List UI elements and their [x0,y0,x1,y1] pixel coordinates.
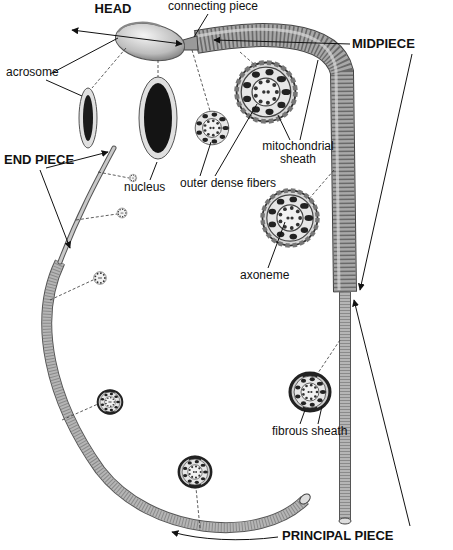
connecting-piece [183,36,198,50]
section-guide [158,60,159,77]
acrosome-section-core [83,95,93,141]
nucleus-section [139,77,177,159]
leader-line [200,142,211,176]
section-guide [308,170,334,200]
principal-section [179,456,211,488]
part-label: MIDPIECE [352,37,447,50]
cut-end [339,518,351,524]
principal-piece-outline [339,292,351,520]
acrosome-section [79,88,97,148]
part-label: END PIECE [4,153,94,166]
principal-arrow [172,532,278,540]
section-guide [240,52,256,66]
part-label: PRINCIPAL PIECE [282,529,432,542]
connecting-section [195,111,229,145]
midpiece [196,29,345,292]
principal-piece-rings [340,292,350,520]
leader-line [300,410,305,424]
leader-line [278,115,290,140]
section-guide [92,48,126,88]
part-label: outer dense fibers [180,177,295,190]
midpiece-highlight [198,29,339,290]
end-piece-section [94,272,107,285]
sperm-head [112,18,187,66]
leader-line [150,162,157,180]
leader-line [50,38,118,74]
section-guide [76,214,117,220]
leader-line [215,104,257,176]
section-guide [50,280,93,300]
principal-piece-outline [47,262,305,528]
part-label: fibrous sheath [272,425,372,438]
principal-piece [47,262,351,528]
midpiece-outline [196,35,345,292]
leader-line [318,406,322,424]
part-label: acrosome [6,66,76,79]
midpiece-arrow [360,54,412,290]
head-arrow [72,30,182,44]
principal-arrow [354,300,410,526]
part-label: mitochondrial sheath [256,140,340,166]
section-guides [50,48,340,528]
leader-lines [40,14,412,540]
leader-line [300,60,318,140]
midpiece-body [196,35,345,292]
leader-line [46,80,82,96]
acrosome-cap [118,23,160,32]
end-piece-section [117,208,127,218]
head-sections [79,77,177,159]
midpiece-arrow [214,40,350,44]
principal-section [98,390,123,415]
nucleus-section-core [144,83,172,153]
principal-piece-body [47,262,305,528]
part-label: HEAD [78,2,148,15]
part-label: axoneme [240,269,310,282]
cut-end [298,492,312,506]
head-shape [112,18,187,66]
principal-piece-body [340,292,350,520]
mitochondrial-rings [196,35,345,292]
section-guide [196,488,200,528]
section-guide [318,340,340,373]
section-guide [192,50,210,111]
midpiece-section [237,63,296,122]
section-guide [62,404,98,420]
part-label: nucleus [124,181,184,194]
principal-section [290,372,330,412]
end-piece-arrow [40,170,70,248]
leader-line [268,222,285,268]
principal-piece-rings [47,262,305,528]
section-guide [98,172,129,178]
leader-line [194,14,208,37]
part-label: connecting piece [158,0,268,13]
